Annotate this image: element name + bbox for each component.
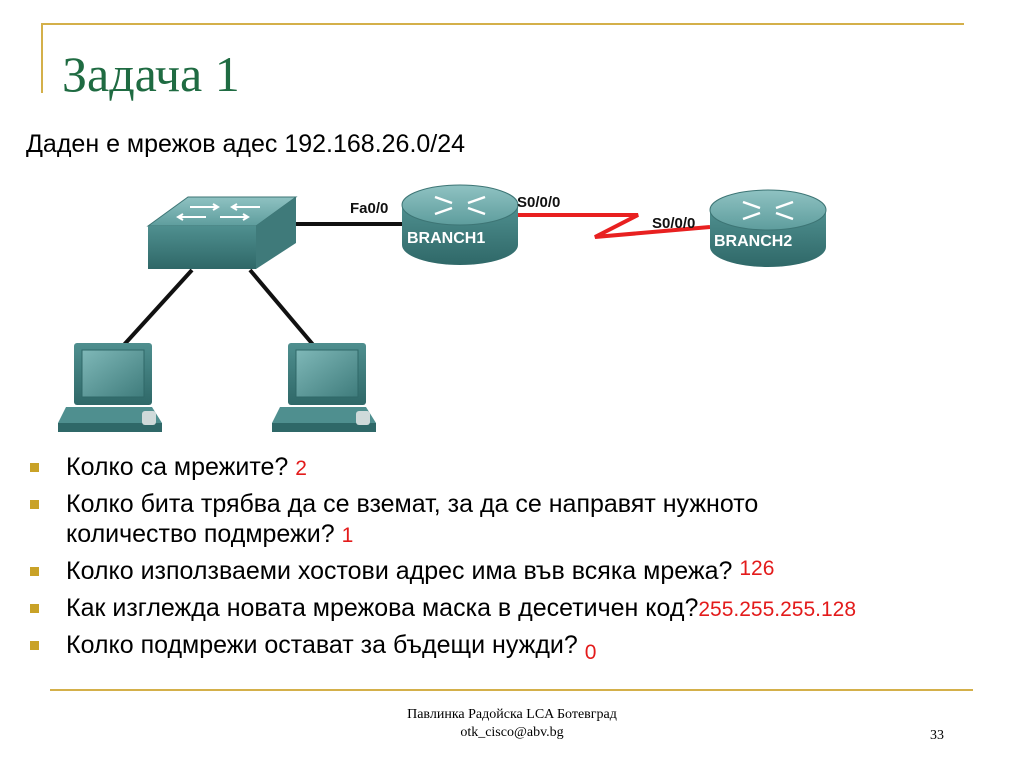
bullet-icon xyxy=(30,463,39,472)
s000-branch1-label: S0/0/0 xyxy=(517,194,560,211)
link-switch-pc2 xyxy=(248,268,317,349)
list-item: Как изглежда новата мрежова маска в десе… xyxy=(28,593,1008,625)
bullet-icon xyxy=(30,500,39,509)
list-item: Колко използваеми хостови адрес има във … xyxy=(28,556,1008,588)
branch2-label: BRANCH2 xyxy=(714,233,792,250)
answer-text: 126 xyxy=(739,557,775,580)
list-item: Колко са мрежите? 2 xyxy=(28,452,1008,484)
answer-text: 1 xyxy=(341,524,354,547)
bullet-icon xyxy=(30,604,39,613)
question-text: Колко използваеми хостови адрес има във … xyxy=(66,557,733,585)
bullet-icon xyxy=(30,641,39,650)
answer-text: 255.255.255.128 xyxy=(698,598,857,621)
branch1-label: BRANCH1 xyxy=(407,230,485,247)
question-text: Колко са мрежите? xyxy=(66,453,289,481)
answer-text: 0 xyxy=(584,641,597,664)
list-item: Колко бита трябва да се вземат, за да се… xyxy=(28,489,1008,551)
footer-divider xyxy=(50,689,973,691)
pc-icon xyxy=(272,343,376,432)
bullet-icon xyxy=(30,567,39,576)
left-frame-line xyxy=(41,23,43,93)
slide-title: Задача 1 xyxy=(62,46,240,102)
answer-text: 2 xyxy=(295,457,307,480)
switch-icon xyxy=(146,196,298,269)
slide-subtitle: Даден е мрежов адес 192.168.26.0/24 xyxy=(26,130,466,158)
s000-branch2-label: S0/0/0 xyxy=(652,215,695,232)
question-list: Колко са мрежите? 2 Колко бита трябва да… xyxy=(28,452,1008,667)
top-frame-line xyxy=(41,23,964,25)
footer-email: otk_cisco@abv.bg xyxy=(460,725,564,740)
router-icon xyxy=(401,184,519,265)
network-diagram: BRANCH1 BRANCH2 Fa0/0 S0/0/0 S0/0/0 xyxy=(58,184,827,432)
fa00-label: Fa0/0 xyxy=(350,200,388,217)
router-icon xyxy=(709,189,827,267)
footer: Павлинка Радойска LCA Ботевград otk_cisc… xyxy=(312,706,712,742)
question-text-continued: количество подмрежи? xyxy=(66,520,335,548)
footer-author: Павлинка Радойска LCA Ботевград xyxy=(407,707,617,722)
link-switch-pc1 xyxy=(120,268,194,349)
question-text: Колко бита трябва да се вземат, за да се… xyxy=(66,490,759,518)
question-text: Как изглежда новата мрежова маска в десе… xyxy=(66,594,699,622)
question-text: Колко подмрежи остават за бъдещи нужди? xyxy=(66,631,578,659)
list-item: Колко подмрежи остават за бъдещи нужди? … xyxy=(28,630,1008,664)
serial-link xyxy=(510,213,711,239)
pc-icon xyxy=(58,343,162,432)
page-number: 33 xyxy=(930,728,944,743)
